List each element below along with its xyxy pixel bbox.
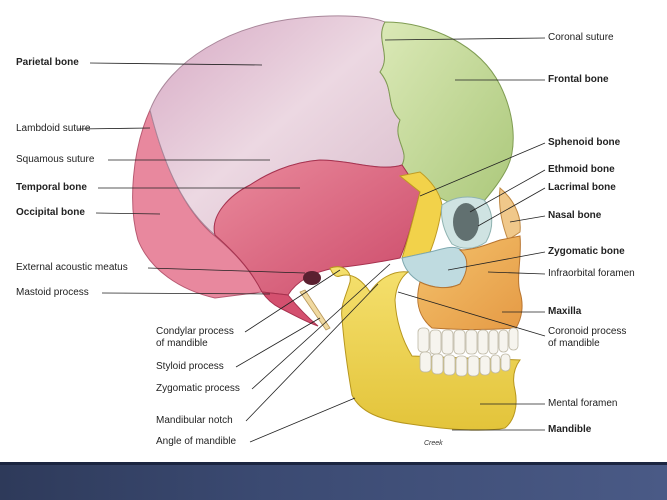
label-mandibular-notch: Mandibular notch [156, 415, 233, 426]
label-mandible: Mandible [548, 424, 592, 435]
orbit-shape [453, 203, 479, 241]
label-zygomatic-process: Zygomatic process [156, 383, 240, 394]
label-condylar-process-cont: of mandible [156, 338, 208, 349]
label-condylar-process: Condylar process [156, 326, 234, 337]
label-frontal-bone: Frontal bone [548, 74, 609, 85]
label-maxilla: Maxilla [548, 306, 582, 317]
mastoid-process-shape [260, 291, 319, 327]
label-external-acoustic-meatus: External acoustic meatus [16, 262, 128, 273]
label-occipital-bone: Occipital bone [16, 207, 85, 218]
upper-teeth [417, 327, 519, 355]
styloid-process-shape [299, 289, 331, 331]
label-parietal-bone: Parietal bone [16, 57, 79, 68]
label-mental-foramen: Mental foramen [548, 398, 618, 409]
acoustic-meatus-shape [303, 271, 321, 285]
label-zygomatic-bone: Zygomatic bone [548, 246, 625, 257]
label-coronal-suture: Coronal suture [548, 32, 614, 43]
maxilla-shape [417, 235, 523, 330]
label-ethmoid-bone: Ethmoid bone [548, 164, 615, 175]
label-infraorbital-foramen: Infraorbital foramen [548, 268, 635, 279]
label-coronoid-process-cont: of mandible [548, 338, 600, 349]
sphenoid-bone-shape [398, 171, 443, 259]
label-squamous-suture: Squamous suture [16, 154, 95, 165]
footer-stripe [0, 462, 667, 465]
label-lambdoid-suture: Lambdoid suture [16, 123, 91, 134]
skull-diagram: Parietal bone Lambdoid suture Squamous s… [16, 15, 635, 447]
leader-lines [77, 37, 546, 443]
label-temporal-bone: Temporal bone [16, 182, 87, 193]
label-lacrimal-bone: Lacrimal bone [548, 182, 616, 193]
label-sphenoid-bone: Sphenoid bone [548, 137, 621, 148]
label-mastoid-process: Mastoid process [16, 287, 89, 298]
label-coronoid-process: Coronoid process [548, 326, 627, 337]
label-angle-of-mandible: Angle of mandible [156, 436, 237, 447]
lower-teeth [419, 351, 511, 377]
skull-illustration [77, 15, 546, 443]
illustrator-credit: Creek [424, 440, 443, 447]
label-styloid-process: Styloid process [156, 361, 224, 372]
slide-footer-bar [0, 462, 667, 500]
label-nasal-bone: Nasal bone [548, 210, 602, 221]
nasal-bone-shape [499, 187, 521, 241]
